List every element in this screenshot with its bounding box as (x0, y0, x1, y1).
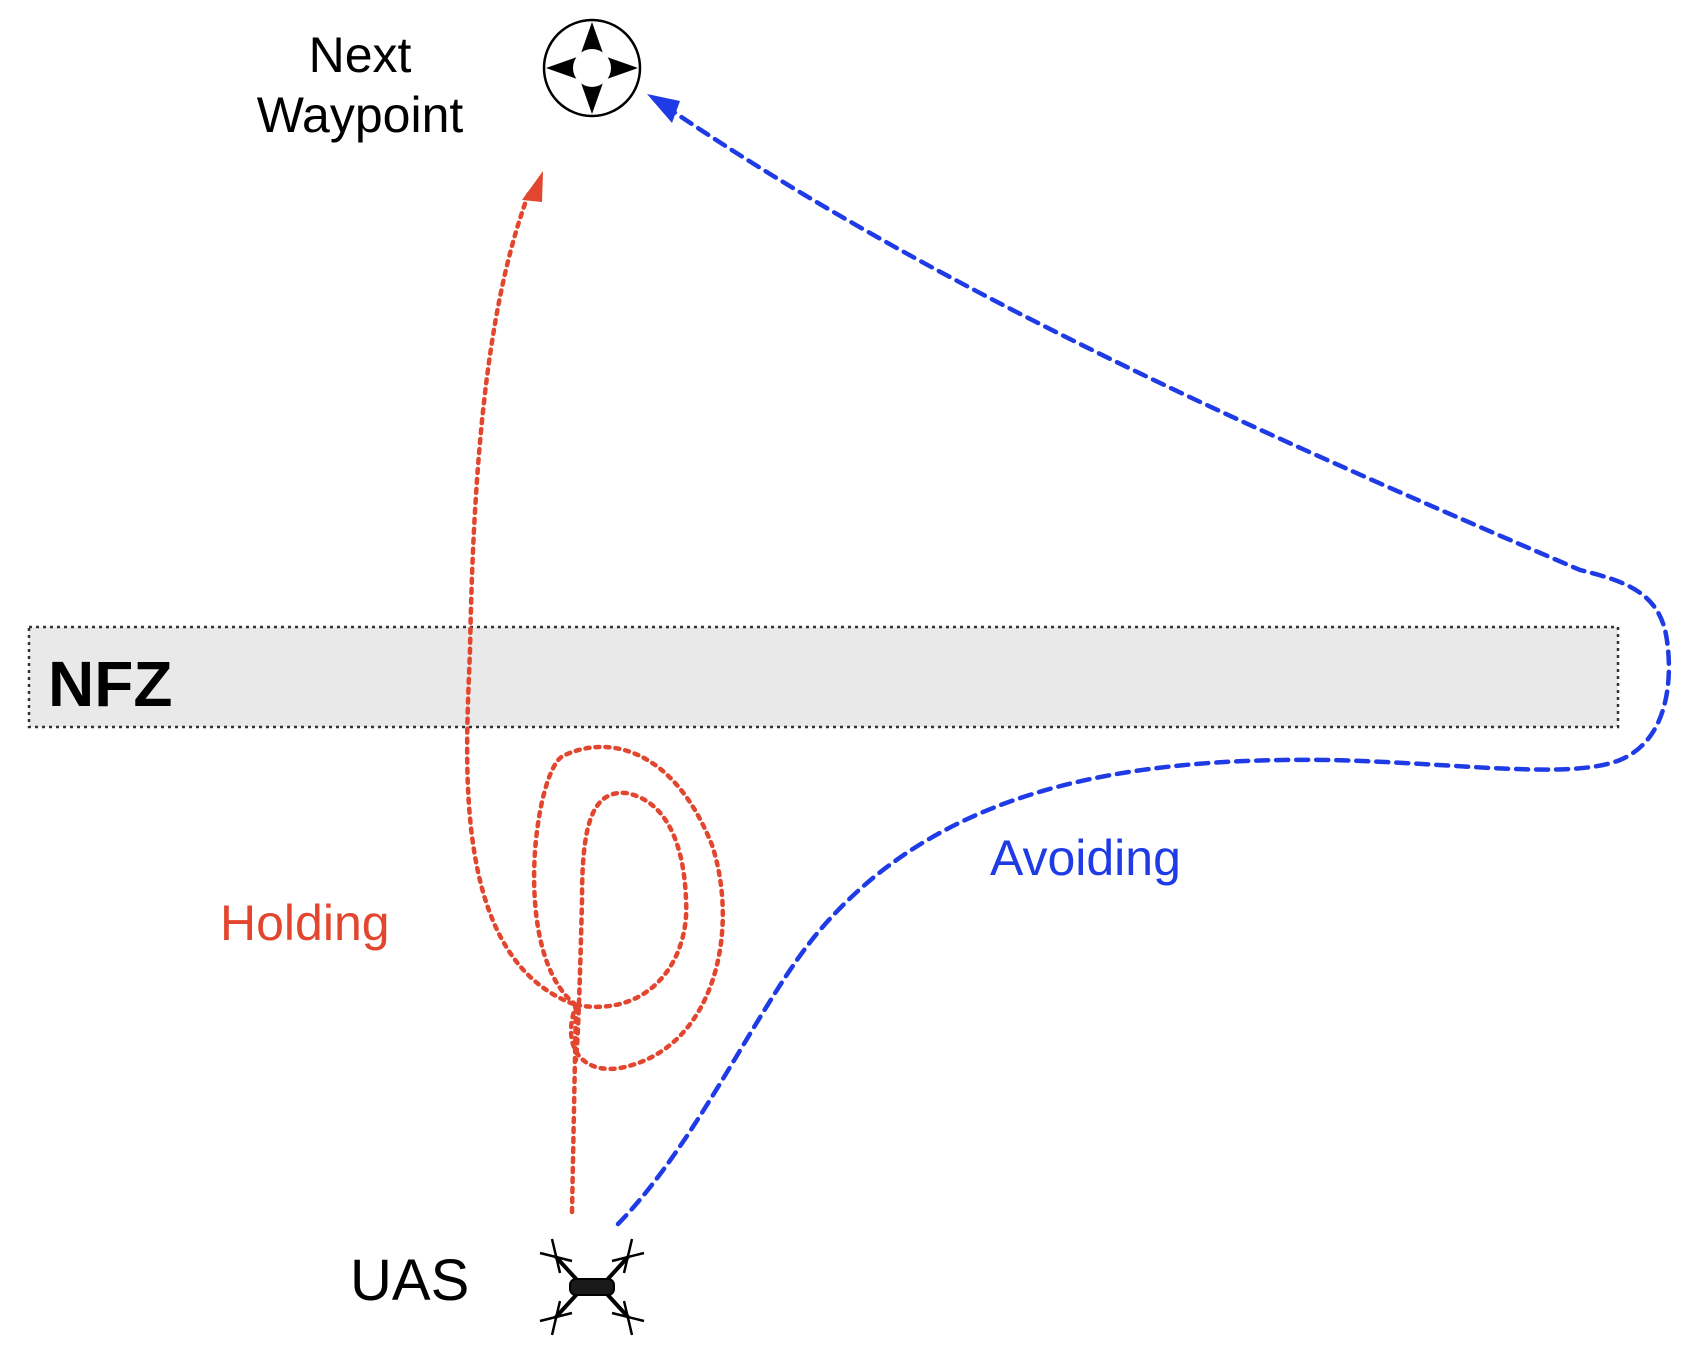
compass-waypoint-icon (542, 18, 642, 118)
uas-label: UAS (350, 1248, 469, 1313)
avoiding-path-line (615, 105, 1672, 1227)
holding-arrowhead (522, 171, 543, 202)
quadcopter-drone-icon (539, 1238, 645, 1336)
avoiding-arrowhead (647, 94, 680, 123)
holding-path-to-waypoint (464, 187, 579, 1215)
holding-path-outer-loop (531, 744, 725, 1072)
nfz-zone: NFZ (27, 625, 1620, 729)
avoiding-label: Avoiding (990, 830, 1181, 886)
next-waypoint-label-line1: Next (309, 27, 412, 83)
holding-label: Holding (220, 895, 390, 951)
holding-path-inner-loop (573, 790, 689, 1063)
next-waypoint-label-line2: Waypoint (257, 87, 464, 143)
avoiding-path (615, 94, 1672, 1227)
holding-path (464, 187, 725, 1215)
nfz-rect (27, 625, 1620, 729)
nfz-label: NFZ (48, 648, 172, 720)
